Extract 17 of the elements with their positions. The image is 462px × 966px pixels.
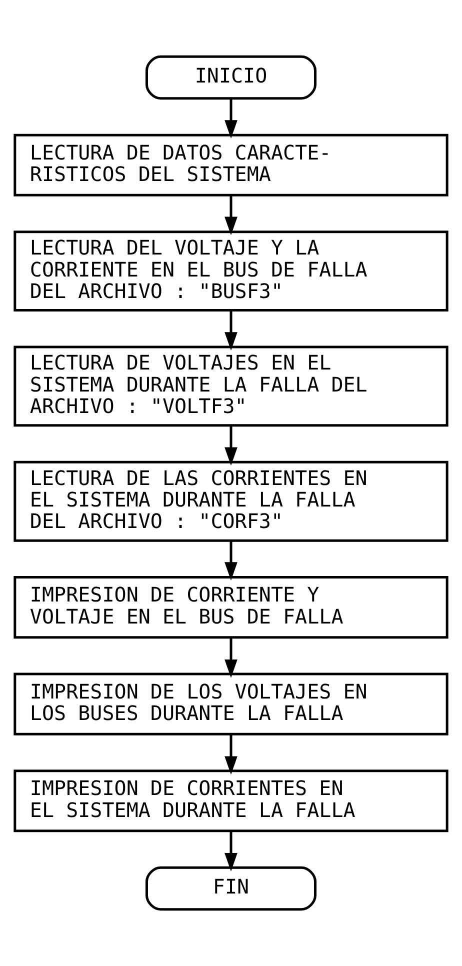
arrow bbox=[224, 426, 238, 466]
arrow bbox=[224, 638, 238, 678]
arrow bbox=[224, 195, 238, 236]
node-box: IMPRESION DE LOS VOLTAJES EN LOS BUSES DURANTE LA FALLA bbox=[14, 672, 448, 736]
node-box: LECTURA DE VOLTAJES EN EL SISTEMA DURANTE LA FALLA DEL ARCHIVO : "VOLTF3" bbox=[14, 346, 448, 427]
arrow bbox=[224, 540, 238, 580]
node-box: LECTURA DE DATOS CARACTE-RISTICOS DEL SISTEMA bbox=[14, 134, 448, 196]
arrow bbox=[224, 831, 238, 872]
arrow bbox=[224, 310, 238, 351]
arrow bbox=[224, 734, 238, 775]
node-box: IMPRESION DE CORRIENTE Y VOLTAJE EN EL BUS DE FALLA bbox=[14, 576, 448, 639]
node-box: LECTURA DE LAS CORRIENTES EN EL SISTEMA DURANTE LA FALLA DEL ARCHIVO : "CORF3" bbox=[14, 460, 448, 542]
node-box: IMPRESION DE CORRIENTES EN EL SISTEMA DURANTE LA FALLA bbox=[14, 770, 448, 832]
node-box: LECTURA DEL VOLTAJE Y LA CORRIENTE EN EL BUS DE FALLA DEL ARCHIVO : "BUSF3" bbox=[14, 230, 448, 312]
node-box: INICIO bbox=[145, 55, 317, 100]
arrow bbox=[224, 98, 238, 139]
node-box: FIN bbox=[145, 866, 317, 911]
